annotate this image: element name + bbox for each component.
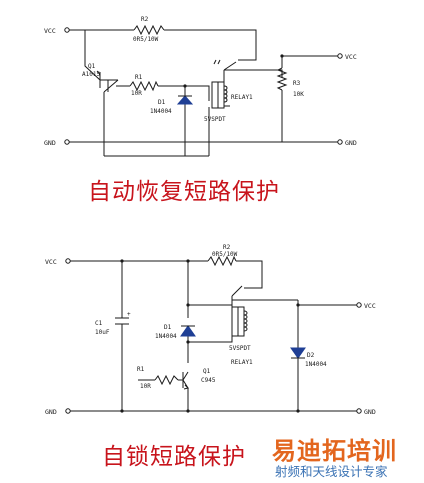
- c2-c1-value: 10uF: [95, 329, 110, 336]
- c1-r2-ref: R2: [141, 16, 149, 23]
- circuit-2-c1-capacitor: [115, 317, 129, 325]
- c1-r1-ref: R1: [135, 74, 143, 81]
- junction-dots: [120, 54, 300, 413]
- circuit-1-title: 自动恢复短路保护: [88, 179, 280, 205]
- c1-relay-ref: RELAY1: [231, 94, 253, 101]
- c2-c1-ref: C1: [95, 320, 103, 327]
- circuit-1-r1-resistor: [129, 80, 159, 92]
- c1-r2-value: 0R5/10W: [133, 36, 159, 43]
- c2-relay-ref: RELAY1: [231, 359, 253, 366]
- circuit-2-title: 自锁短路保护: [102, 444, 246, 470]
- c2-q1-value: C945: [201, 377, 216, 384]
- c1-gnd-out-label: GND: [345, 139, 357, 147]
- c2-d1-value: 1N4004: [155, 333, 177, 340]
- circuit-1-r2-resistor: [133, 24, 165, 36]
- circuit-2-q1-transistor: [182, 372, 189, 390]
- c2-q1-ref: Q1: [203, 368, 211, 375]
- circuit-2-r1-resistor: [154, 374, 179, 386]
- c1-r3-value: 10K: [293, 91, 304, 98]
- c2-vcc-in-label: VCC: [45, 258, 57, 266]
- c1-q1-value: A1015: [82, 71, 100, 78]
- circuit-1-r3-resistor: [276, 67, 288, 91]
- c2-r1-ref: R1: [137, 366, 145, 373]
- circuit-1-relay: [211, 59, 228, 109]
- c2-r1-value: 10R: [140, 383, 151, 390]
- c1-vcc-out-label: VCC: [345, 53, 357, 61]
- circuit-2-relay: [231, 306, 248, 337]
- c2-r2-ref: R2: [223, 244, 231, 251]
- c1-r3-ref: R3: [293, 80, 301, 87]
- circuit-1-d1-diode: [176, 95, 194, 105]
- circuit-1-terminals: [64, 27, 343, 145]
- watermark-tagline: 射频和天线设计专家: [275, 464, 388, 479]
- c2-r2-value: 0R5/10W: [212, 251, 238, 258]
- c1-vcc-in-label: VCC: [44, 27, 56, 35]
- watermark-logo-text: 易迪拓培训: [272, 437, 397, 465]
- circuit-2-d2-diode: [290, 347, 306, 359]
- c1-r1-value: 10R: [131, 90, 142, 97]
- c2-vcc-out-label: VCC: [364, 302, 376, 310]
- c2-relay-type: 5VSPDT: [229, 345, 251, 352]
- circuit-1-q1-transistor: [96, 70, 118, 88]
- circuit-2-terminals: [65, 258, 362, 414]
- c1-relay-type: 5VSPDT: [204, 116, 226, 123]
- c1-q1-ref: Q1: [88, 63, 96, 70]
- circuit-1-wires: [69, 29, 338, 157]
- c2-gnd-out-label: GND: [364, 408, 376, 416]
- c2-d1-ref: D1: [164, 324, 172, 331]
- c1-d1-ref: D1: [158, 99, 166, 106]
- c1-gnd-in-label: GND: [44, 139, 56, 147]
- circuit-2-wires: [70, 260, 357, 412]
- c2-d2-value: 1N4004: [305, 361, 327, 368]
- circuit-2-d1-diode: [180, 325, 196, 337]
- c2-c1-plus: +: [127, 311, 131, 318]
- c2-gnd-in-label: GND: [45, 408, 57, 416]
- c1-d1-value: 1N4004: [150, 108, 172, 115]
- circuit-2-r2-resistor: [207, 255, 237, 267]
- c2-d2-ref: D2: [307, 352, 315, 359]
